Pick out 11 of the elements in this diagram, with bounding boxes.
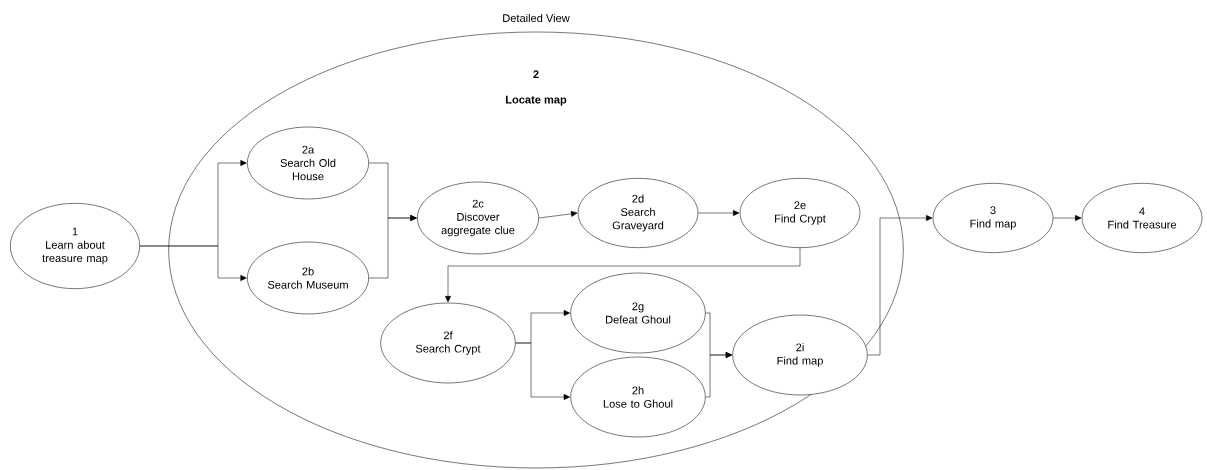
arrow [698, 210, 740, 216]
arrow [139, 245, 247, 281]
arrow [705, 352, 733, 398]
arrow [538, 210, 578, 219]
arrow [867, 215, 933, 356]
arrow [368, 215, 417, 279]
arrow [1053, 215, 1082, 221]
arrow [515, 342, 571, 400]
group-heading: 2 Locate map [506, 70, 567, 106]
node-label: Detailed View [503, 13, 570, 23]
arrow [445, 247, 801, 303]
